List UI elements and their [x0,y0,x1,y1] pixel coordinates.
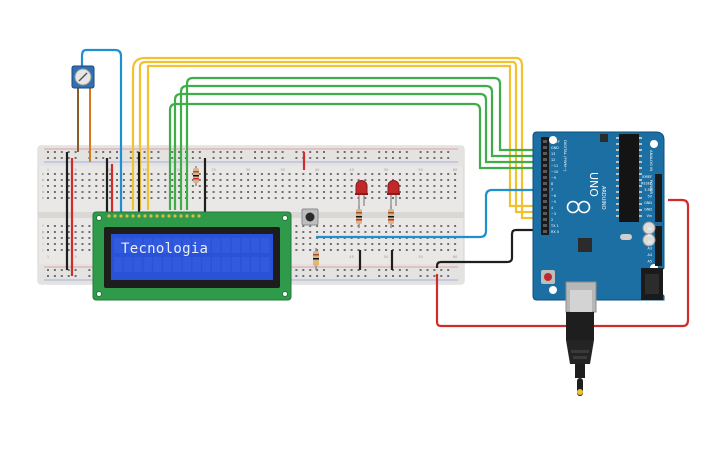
resistor-4[interactable] [313,248,319,270]
arduino-uno[interactable]: UNO ARDUINO DIGITAL (PWM~) POWER ANALOG … [532,131,665,313]
led-red-2[interactable] [387,180,400,206]
breadboard-row-letter: i [43,242,44,246]
lcd-display[interactable] [92,211,292,301]
pin-label-digital: ~10 [551,170,558,174]
breadboard-column-number: 35 [280,168,284,172]
wire-yellow-2[interactable] [138,60,545,214]
wire-green-2[interactable] [173,92,545,210]
power-header-label: POWER [649,180,654,194]
pin-label-analog: A5 [648,260,652,264]
usb-cable[interactable] [566,312,594,396]
breadboard-row-letter: d [42,190,44,194]
breadboard-row-letter: b [42,178,45,182]
breadboard-column-number: 60 [453,168,457,172]
pin-label-digital: 12 [551,158,555,162]
breadboard-column-number: 1 [47,168,49,172]
pin-label-digital: 2 [551,218,553,222]
pin-label-analog: A0 [648,227,652,231]
pin-label-digital: GND [551,146,559,150]
pin-label-power: Vin [647,214,652,218]
breadboard-column-number: 45 [349,255,353,259]
breadboard-column-number: 60 [453,255,457,259]
pin-label-power: 3.3V [644,188,652,192]
push-button[interactable] [301,208,319,226]
pin-label-analog: A1 [648,234,652,238]
breadboard-column-number: 30 [246,168,250,172]
pin-label-digital: TX 1 [550,224,559,228]
pin-label-analog: A2 [648,240,652,244]
wire-yellow-3[interactable] [146,64,545,210]
pin-label-digital: ~9 [551,176,556,180]
wire-green-1[interactable] [168,102,545,210]
analog-header-label: ANALOG IN [649,150,654,171]
pin-label-digital: AREF [551,140,560,144]
wire-yellow-1[interactable] [131,56,545,220]
breadboard-column-number: 5 [74,255,76,259]
resistor-1[interactable] [193,166,199,186]
pin-label-power: RESET [641,182,653,186]
breadboard-column-number: 55 [418,255,422,259]
pin-label-power: IOREF [642,175,652,179]
breadboard-row-letter: a [42,172,44,176]
breadboard-column-number: 10 [108,168,112,172]
wire-blue-2[interactable] [316,188,545,239]
pin-label-analog: A3 [648,247,652,251]
breadboard-column-number: 20 [177,168,181,172]
breadboard-column-number: 50 [384,255,388,259]
digital-header-label: DIGITAL (PWM~) [563,140,568,172]
breadboard-row-letter: g [42,230,44,234]
pin-label-digital: ~6 [551,194,556,198]
pin-label-digital: 13 [551,152,555,156]
pin-label-digital: RX 0 [551,230,559,234]
pin-label-power: 5V [648,195,653,199]
pin-label-digital: 7 [551,188,553,192]
wire-green-3[interactable] [179,84,545,210]
breadboard-column-number: 1 [47,255,49,259]
breadboard-column-number: 50 [384,168,388,172]
wire-red-5v[interactable] [435,198,690,328]
lcd-text: Tecnologia [121,241,209,257]
pin-label-power: GND [644,201,652,205]
pin-label-digital: ~5 [551,200,556,204]
resistor-3[interactable] [388,206,394,228]
led-red-1[interactable] [355,180,368,206]
arduino-logo [566,200,591,214]
pin-label-analog: A4 [648,253,652,257]
pin-label-power: GND [644,208,652,212]
breadboard-column-number: 15 [142,168,146,172]
wire-blue-1[interactable] [80,48,123,212]
pin-label-digital: 8 [551,182,553,186]
rail-jumpers [65,152,394,276]
breadboard-column-number: 40 [315,168,319,172]
breadboard-column-number: 45 [349,168,353,172]
pin-label-digital: ~11 [551,164,558,168]
breadboard-row-letter: j [42,248,44,252]
breadboard-row-letter: e [42,196,44,200]
breadboard-row-letter: h [42,236,44,240]
breadboard-row-letter: c [42,184,44,188]
wire-green-4[interactable] [185,76,545,210]
pin-label-digital: ~3 [551,212,556,216]
arduino-logo-text: ARDUINO [600,186,606,210]
breadboard-column-number: 55 [418,168,422,172]
resistor-2[interactable] [356,206,362,228]
wire-black-gnd[interactable] [435,228,545,268]
breadboard-row-letter: f [42,224,44,228]
potentiometer[interactable] [71,65,95,89]
breadboard-column-number: 25 [211,168,215,172]
arduino-uno-label: UNO [587,172,600,197]
breadboard-column-number: 5 [74,168,76,172]
pin-label-digital: 4 [551,206,553,210]
